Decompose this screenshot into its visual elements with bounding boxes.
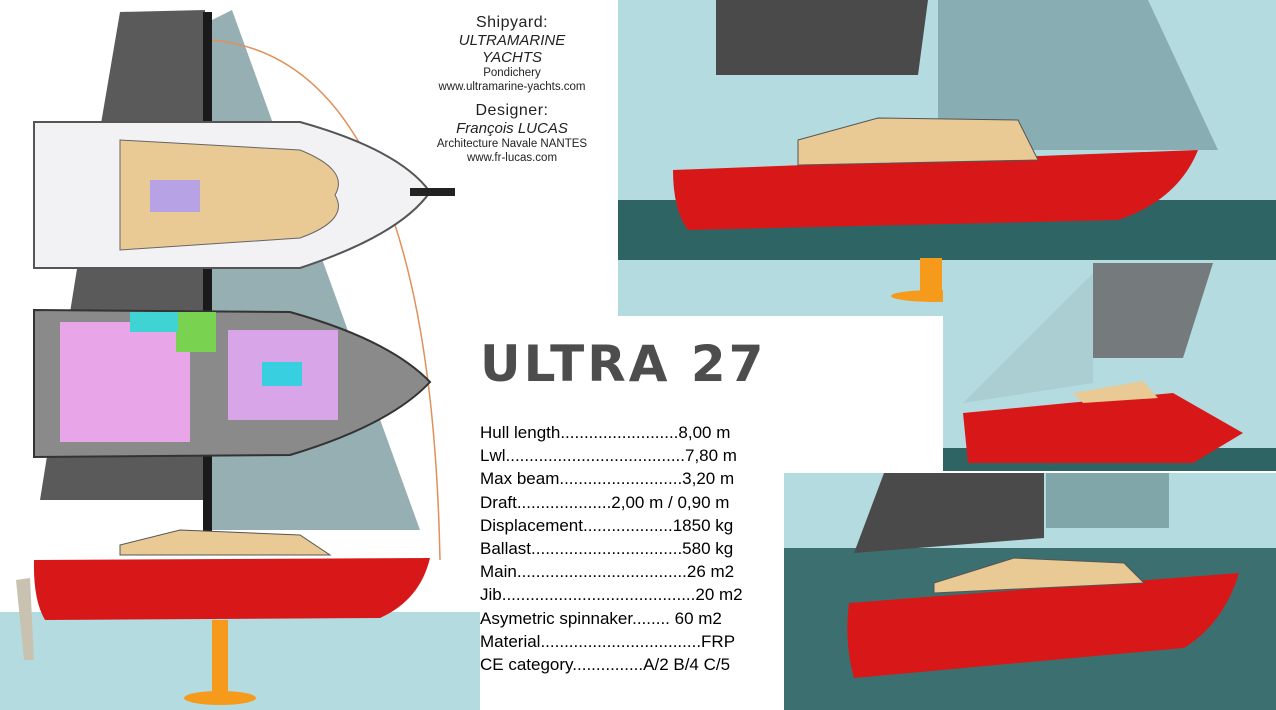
credits-block: Shipyard: ULTRAMARINE YACHTS Pondichery … — [392, 14, 632, 165]
aft-cabin — [60, 322, 190, 442]
designer-name: François LUCAS — [456, 120, 568, 137]
render-bot — [784, 473, 1276, 710]
spec-row: Max beam..........................3,20 m — [480, 469, 735, 489]
shipyard-label: Shipyard: — [475, 14, 549, 31]
render-keel — [920, 258, 942, 294]
render-cabin — [1073, 381, 1158, 403]
render-jib — [963, 273, 1093, 403]
designer-website: www.fr-lucas.com — [466, 152, 558, 164]
spec-list: Hull length.........................8,00… — [480, 421, 782, 676]
spec-row: Draft....................2,00 m / 0,90 m — [480, 492, 730, 512]
shipyard-website: www.ultramarine-yachts.com — [438, 81, 586, 93]
spec-row: Displacement...................1850 kg — [480, 515, 734, 535]
plan-and-profile-drawing — [0, 10, 480, 710]
spec-row: Main....................................… — [480, 562, 735, 582]
render-hull — [847, 573, 1239, 678]
render-jib — [1046, 473, 1169, 528]
spec-row: Asymetric spinnaker........ 60 m2 — [480, 608, 722, 628]
saloon-table — [262, 362, 302, 386]
shipyard-name-line-2: YACHTS — [481, 49, 542, 66]
render-jib — [938, 0, 1218, 150]
render-cabin — [797, 117, 1039, 166]
spec-row: Lwl.....................................… — [480, 446, 737, 466]
shipyard-city: Pondichery — [483, 67, 541, 79]
designer-label: Designer: — [475, 102, 549, 119]
designer-firm: Architecture Navale NANTES — [436, 138, 588, 150]
spec-row: CE category...............A/2 B/4 C/5 — [480, 655, 731, 675]
keel-bulb — [184, 691, 256, 705]
cabin-top — [119, 139, 339, 251]
render-cabin — [933, 557, 1146, 594]
cabin-profile — [119, 529, 332, 556]
bowsprit — [410, 188, 455, 196]
boat-title: ULTRA 27 — [480, 335, 767, 393]
cockpit-hatch — [150, 180, 200, 212]
spec-row: Ballast................................5… — [480, 539, 734, 559]
render-mainsail — [854, 473, 1044, 553]
spec-row: Material................................… — [480, 631, 736, 651]
rudder — [16, 578, 34, 660]
spec-row: Jib.....................................… — [480, 585, 743, 605]
render-mainsail — [1093, 263, 1213, 358]
render-mid — [943, 263, 1276, 471]
shipyard-name-line-1: ULTRAMARINE — [458, 32, 566, 49]
render-hull — [963, 393, 1243, 463]
render-hull — [673, 150, 1198, 230]
galley — [176, 312, 216, 352]
keel-fin — [212, 620, 228, 698]
mast — [203, 12, 212, 542]
spec-row: Hull length.........................8,00… — [480, 423, 731, 442]
locker — [130, 312, 178, 332]
render-mainsail — [716, 0, 928, 75]
hull-profile — [33, 558, 431, 620]
